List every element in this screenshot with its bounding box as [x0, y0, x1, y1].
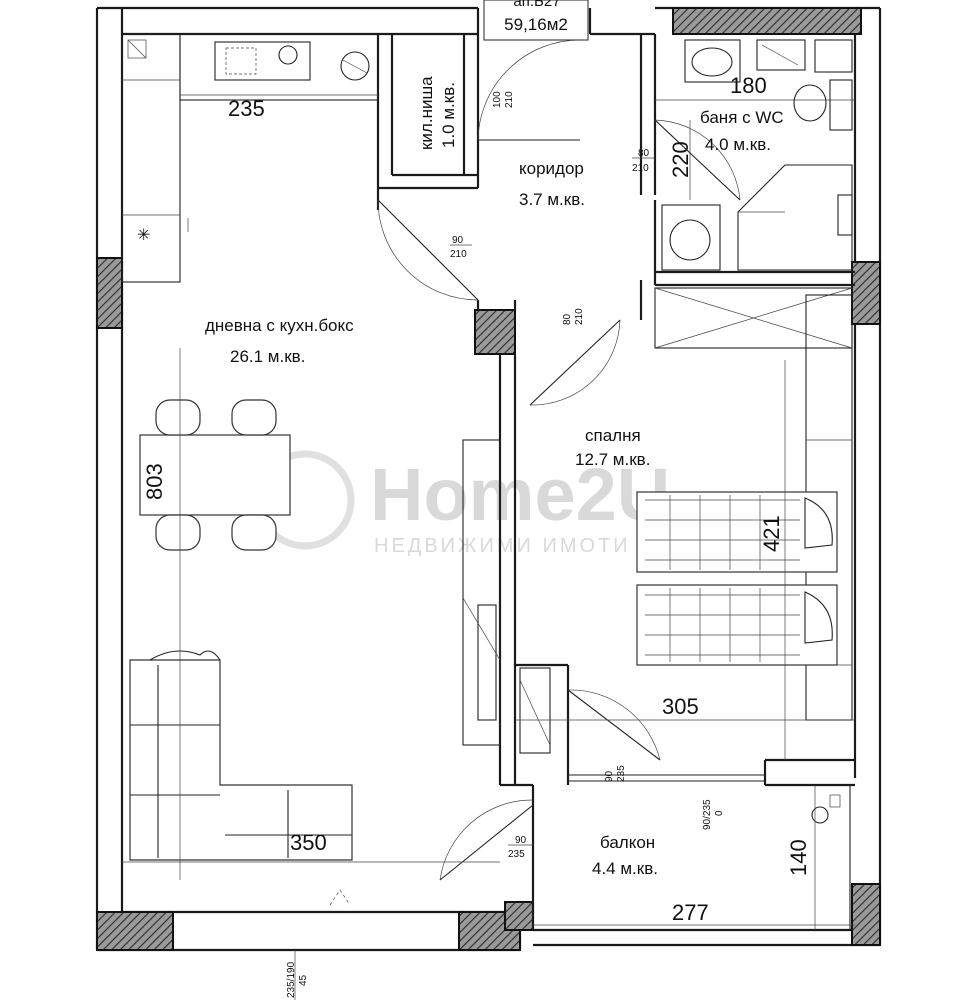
dim-balcony-width: 277 — [672, 900, 709, 925]
dimension-lines — [122, 94, 855, 930]
room-name: дневна с кухн.бокс — [205, 316, 354, 335]
tv-unit — [462, 439, 501, 746]
apartment-code: ап.Б27 — [513, 0, 560, 10]
living-window-sill: 45 — [298, 974, 309, 986]
room-name: кил.ниша — [417, 76, 436, 150]
bedroom-door-width: 80 — [562, 313, 573, 325]
corridor-door-height: 210 — [450, 249, 467, 260]
bath-door-height: 210 — [632, 163, 649, 174]
corridor-wardrobe — [654, 287, 853, 349]
corridor-door-width: 90 — [452, 235, 464, 246]
dim-balcony-depth: 140 — [786, 839, 811, 876]
structural-columns — [96, 7, 881, 951]
dim-bedroom-width: 305 — [662, 694, 699, 719]
room-name: балкон — [600, 833, 655, 852]
room-area: 4.0 м.кв. — [705, 135, 771, 154]
kitchen: ✳ — [121, 33, 379, 283]
room-label-closet: кил.ниша 1.0 м.кв. — [417, 76, 458, 150]
bedroom-furniture — [519, 294, 853, 824]
room-label-bedroom: спалня 12.7 м.кв. — [575, 426, 650, 469]
sofa — [129, 650, 353, 861]
room-label-living: дневна с кухн.бокс 26.1 м.кв. — [205, 316, 354, 366]
apartment-area: 59,16м2 — [504, 15, 568, 34]
dim-living-width: 350 — [290, 830, 327, 855]
room-name: баня с WC — [700, 108, 784, 127]
bath-door-width: 80 — [638, 148, 650, 159]
extractor-icon: ✳ — [137, 227, 150, 244]
balcony-window-size: 90/235 — [702, 799, 713, 830]
closet-door-height: 210 — [504, 91, 515, 108]
dining-table — [139, 399, 291, 551]
bedroom-balcony-door-height: 235 — [616, 765, 627, 782]
room-label-balcony: балкон 4.4 м.кв. — [592, 833, 658, 878]
room-label-bathroom: баня с WC 4.0 м.кв. — [700, 108, 784, 154]
dim-living-depth: 803 — [142, 463, 167, 500]
bed-pattern — [645, 495, 800, 662]
watermark-tagline: НЕДВИЖИМИ ИМОТИ — [374, 535, 631, 557]
room-area: 12.7 м.кв. — [575, 450, 650, 469]
bedroom-balcony-door-width: 90 — [604, 770, 615, 782]
living-window-size: 235/190 — [286, 961, 297, 998]
apartment-label: ап.Б27 59,16м2 — [483, 0, 589, 41]
room-area: 4.4 м.кв. — [592, 859, 658, 878]
living-balcony-door-height: 235 — [508, 849, 525, 860]
bedroom-door-height: 210 — [574, 308, 585, 325]
room-label-corridor: коридор 3.7 м.кв. — [519, 159, 585, 209]
dim-bath-width: 180 — [730, 73, 767, 98]
doors — [329, 39, 741, 906]
living-balcony-door-width: 90 — [515, 835, 527, 846]
watermark-brand: Home2U — [370, 453, 670, 536]
dim-bedroom-depth: 421 — [759, 515, 784, 552]
bathroom-fixtures — [661, 39, 853, 271]
dim-kitchen-width: 235 — [228, 96, 265, 121]
closet-door-width: 100 — [492, 91, 503, 108]
room-area: 1.0 м.кв. — [439, 82, 458, 148]
room-area: 3.7 м.кв. — [519, 190, 585, 209]
balcony-window-sill: 0 — [714, 810, 725, 816]
door-size-labels: 100 210 90 210 80 210 80 210 90 235 90 2… — [286, 91, 725, 1000]
room-name: спалня — [585, 426, 641, 445]
dim-bath-depth: 220 — [668, 141, 693, 178]
room-name: коридор — [519, 159, 584, 178]
dimension-labels: 235 180 220 803 350 421 305 277 140 — [142, 73, 811, 925]
room-area: 26.1 м.кв. — [230, 347, 305, 366]
